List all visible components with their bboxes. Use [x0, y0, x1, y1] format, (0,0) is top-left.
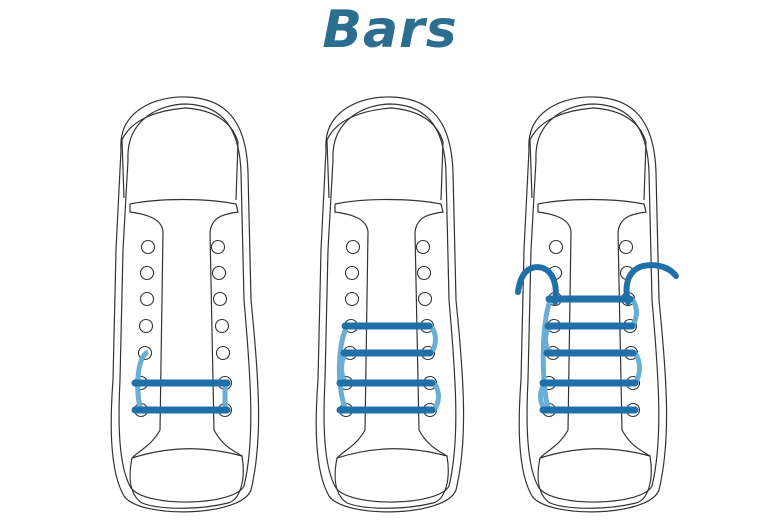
- lace-under-segment: [629, 296, 639, 329]
- lace-under-left: [135, 350, 149, 413]
- eyelet-left: [548, 239, 564, 255]
- lace-under-left: [336, 323, 350, 413]
- shoe-sole-line: [118, 103, 252, 503]
- eyelet-left: [345, 239, 361, 255]
- lace-under-segment: [431, 380, 441, 413]
- eyelet-right: [214, 318, 230, 334]
- eyelet-right: [212, 291, 228, 307]
- shoe-toe-cap: [334, 448, 449, 509]
- lace-end-left: [515, 264, 559, 305]
- shoe-2: [315, 96, 465, 513]
- shoe-sole-line: [323, 103, 457, 503]
- shoe-collar: [121, 107, 239, 201]
- eyelet-left: [140, 239, 156, 255]
- shoe-1: [110, 96, 260, 513]
- eyelet-right: [210, 239, 226, 255]
- shoe-tongue: [129, 198, 243, 459]
- eyelet-left: [344, 291, 360, 307]
- eyelet-right: [215, 345, 231, 361]
- shoe-3: [515, 96, 679, 513]
- lace-under-left: [540, 296, 554, 413]
- lace-under-segment: [428, 323, 438, 356]
- shoe-tongue: [537, 198, 651, 459]
- eyelet-right: [416, 265, 432, 281]
- shoe-toe-cap: [537, 448, 652, 509]
- eyelet-left: [138, 318, 154, 334]
- eyelet-left: [139, 291, 155, 307]
- lace-under-segment: [632, 350, 642, 386]
- eyelet-left: [344, 265, 360, 281]
- lace-end-right: [623, 262, 679, 305]
- shoe-sole-line: [526, 103, 660, 503]
- shoe-tongue: [334, 198, 448, 459]
- shoe-collar: [326, 107, 444, 201]
- shoe-outline: [518, 96, 668, 513]
- eyelet-right: [618, 239, 634, 255]
- shoe-toe-cap: [129, 448, 244, 509]
- shoe-outline: [315, 96, 465, 513]
- shoe-collar: [529, 107, 647, 201]
- diagram-title: Bars: [322, 0, 458, 60]
- shoe-outline: [110, 96, 260, 513]
- eyelet-right: [415, 239, 431, 255]
- eyelet-right: [417, 291, 433, 307]
- eyelet-left: [139, 265, 155, 281]
- eyelet-right: [211, 265, 227, 281]
